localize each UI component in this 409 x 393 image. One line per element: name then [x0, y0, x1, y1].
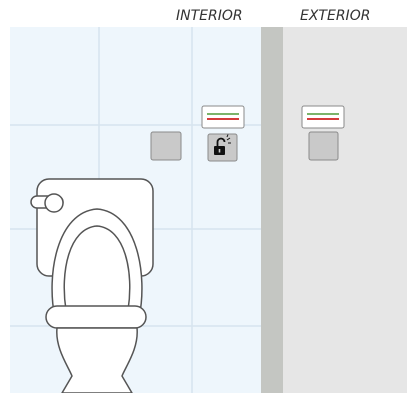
- exterior-wall: [283, 27, 407, 393]
- lock-button[interactable]: [208, 134, 237, 161]
- interior-occupancy-indicator: [202, 106, 244, 128]
- door-frame: [261, 27, 283, 393]
- exterior-switch[interactable]: [309, 132, 338, 160]
- exterior-occupancy-indicator: [302, 106, 344, 128]
- interior-switch[interactable]: [151, 132, 181, 160]
